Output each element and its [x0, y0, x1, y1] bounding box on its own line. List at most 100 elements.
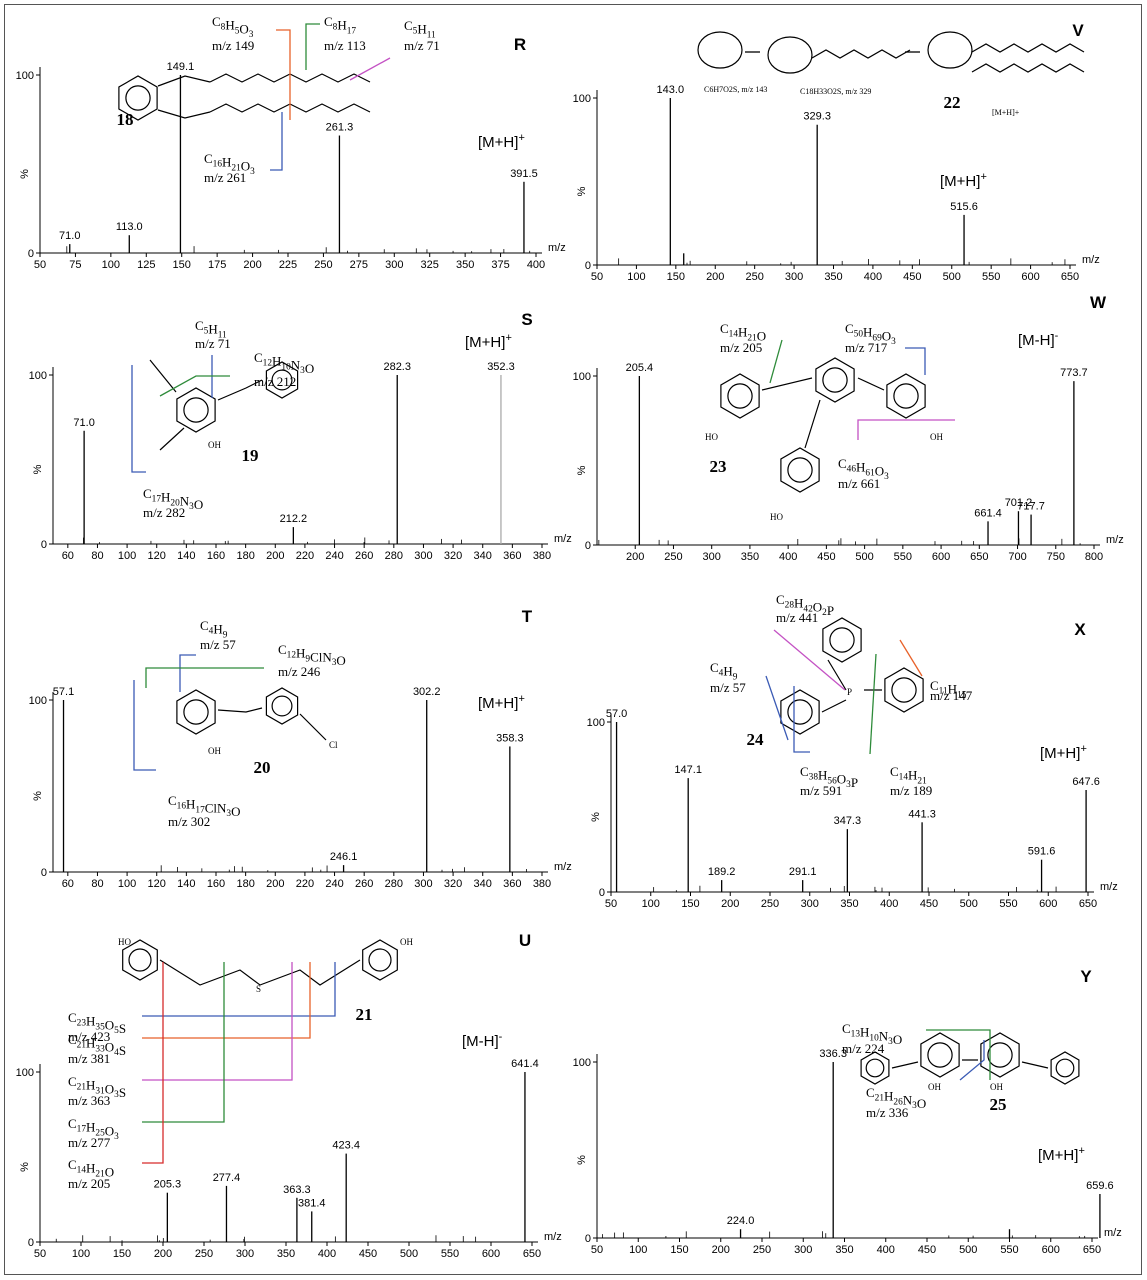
x-tick-label: 400 [527, 259, 545, 271]
benzene-ring [122, 939, 158, 981]
x-tick-label: 350 [840, 898, 858, 910]
bonds [217, 707, 327, 741]
x-tick-label: 140 [177, 878, 195, 890]
ring [927, 31, 973, 69]
x-tick-label: 240 [325, 550, 343, 562]
peak-label: 205.4 [626, 362, 654, 374]
benzene-ring [265, 361, 299, 399]
x-tick-label: 240 [325, 878, 343, 890]
aromatic-circle [727, 383, 753, 409]
x-tick-label: 400 [880, 898, 898, 910]
fragment-mz: m/z 224 [842, 1041, 885, 1056]
x-tick-label: 200 [266, 878, 284, 890]
benzene-ring [860, 1051, 890, 1085]
aromatic-circle [822, 367, 848, 393]
x-tick-label: 60 [62, 878, 74, 890]
peak-label: 515.6 [950, 201, 978, 213]
x-tick-label: 75 [69, 259, 81, 271]
fragment-formula: C14H21O [720, 321, 766, 343]
alkyl-chain [971, 63, 1085, 73]
x-tick-label: 125 [137, 259, 155, 271]
fragment-formula: C8H17 [324, 14, 356, 36]
x-tick-label: 800 [1085, 551, 1103, 563]
peak-label: 302.2 [413, 686, 441, 698]
x-tick-label: 120 [148, 550, 166, 562]
x-tick-label: 750 [1047, 551, 1065, 563]
benzene-ring [815, 357, 855, 403]
x-tick-label: 275 [350, 259, 368, 271]
y-axis-label: % [576, 186, 588, 196]
fragment-mz: m/z 661 [838, 476, 880, 491]
y-tick-label: 100 [573, 1057, 591, 1069]
x-tick-label: 120 [148, 878, 166, 890]
x-tick-label: 150 [670, 1244, 688, 1256]
fragment-mz: m/z 381 [68, 1051, 110, 1066]
x-tick-label: 360 [503, 878, 521, 890]
peak-label: 773.7 [1060, 367, 1088, 379]
benzene-ring [176, 387, 216, 433]
x-tick-label: 400 [779, 551, 797, 563]
x-tick-label: 50 [591, 271, 603, 283]
fragment-formula: C16H21O3 [204, 151, 255, 177]
x-tick-label: 80 [91, 550, 103, 562]
fragment-mz: m/z 57 [200, 637, 236, 652]
aromatic-circle [368, 948, 392, 972]
peak-label: 246.1 [330, 851, 358, 863]
x-tick-label: 150 [667, 271, 685, 283]
peak-label: 347.3 [834, 815, 862, 827]
fragment-mz: m/z 189 [890, 783, 932, 798]
peak-label: 71.0 [59, 230, 80, 242]
aromatic-circle [183, 397, 209, 423]
peak-label: 336.3 [819, 1048, 847, 1060]
fragment-arrow [179, 654, 196, 692]
x-tick-label: 650 [523, 1248, 541, 1260]
alkyl-chain [811, 49, 911, 59]
x-tick-label: 200 [706, 271, 724, 283]
peak-label: 641.4 [511, 1058, 539, 1070]
x-tick-label: 160 [207, 550, 225, 562]
fragment-arrow [142, 962, 311, 1039]
y-tick-label: 100 [573, 371, 591, 383]
x-tick-label: 50 [34, 259, 46, 271]
fragment-arrow [793, 686, 810, 753]
x-tick-label: 300 [801, 898, 819, 910]
benzene-ring [118, 75, 158, 121]
peak-label: 189.2 [708, 866, 736, 878]
fragment-formula: C4H9 [200, 618, 228, 640]
fragment-formula: C21H26N3O [866, 1085, 926, 1111]
x-tick-label: 360 [503, 550, 521, 562]
x-tick-label: 550 [1000, 1244, 1018, 1256]
x-tick-label: 350 [824, 271, 842, 283]
x-tick-label: 600 [1042, 1244, 1060, 1256]
peak-label: 659.6 [1086, 1180, 1114, 1192]
fragment-arrow [142, 962, 293, 1081]
fragment-formula: C4H9 [710, 660, 738, 682]
fragment-arrow [765, 675, 789, 741]
benzene-ring [265, 687, 299, 725]
aromatic-circle [1055, 1058, 1075, 1078]
y-tick-label: 0 [599, 887, 605, 899]
fragment-formula: C23H35O5S [68, 1010, 126, 1036]
fragment-mz: m/z 71 [404, 38, 440, 53]
x-tick-label: 650 [970, 551, 988, 563]
peak-label: 212.2 [280, 513, 308, 525]
benzene-ring [884, 667, 924, 713]
x-tick-label: 350 [277, 1248, 295, 1260]
x-tick-label: 600 [482, 1248, 500, 1260]
fragment-formula: C50H69O3 [845, 321, 896, 347]
y-tick-label: 0 [41, 539, 47, 551]
x-tick-label: 200 [712, 1244, 730, 1256]
fragment-formula: C17H20N3O [143, 486, 203, 512]
fragment-arrow [270, 112, 283, 171]
x-tick-label: 280 [385, 878, 403, 890]
x-tick-label: 300 [236, 1248, 254, 1260]
panel-letter: S [521, 310, 532, 329]
hydroxyl-label: OH [400, 937, 413, 947]
x-tick-label: 100 [72, 1248, 90, 1260]
